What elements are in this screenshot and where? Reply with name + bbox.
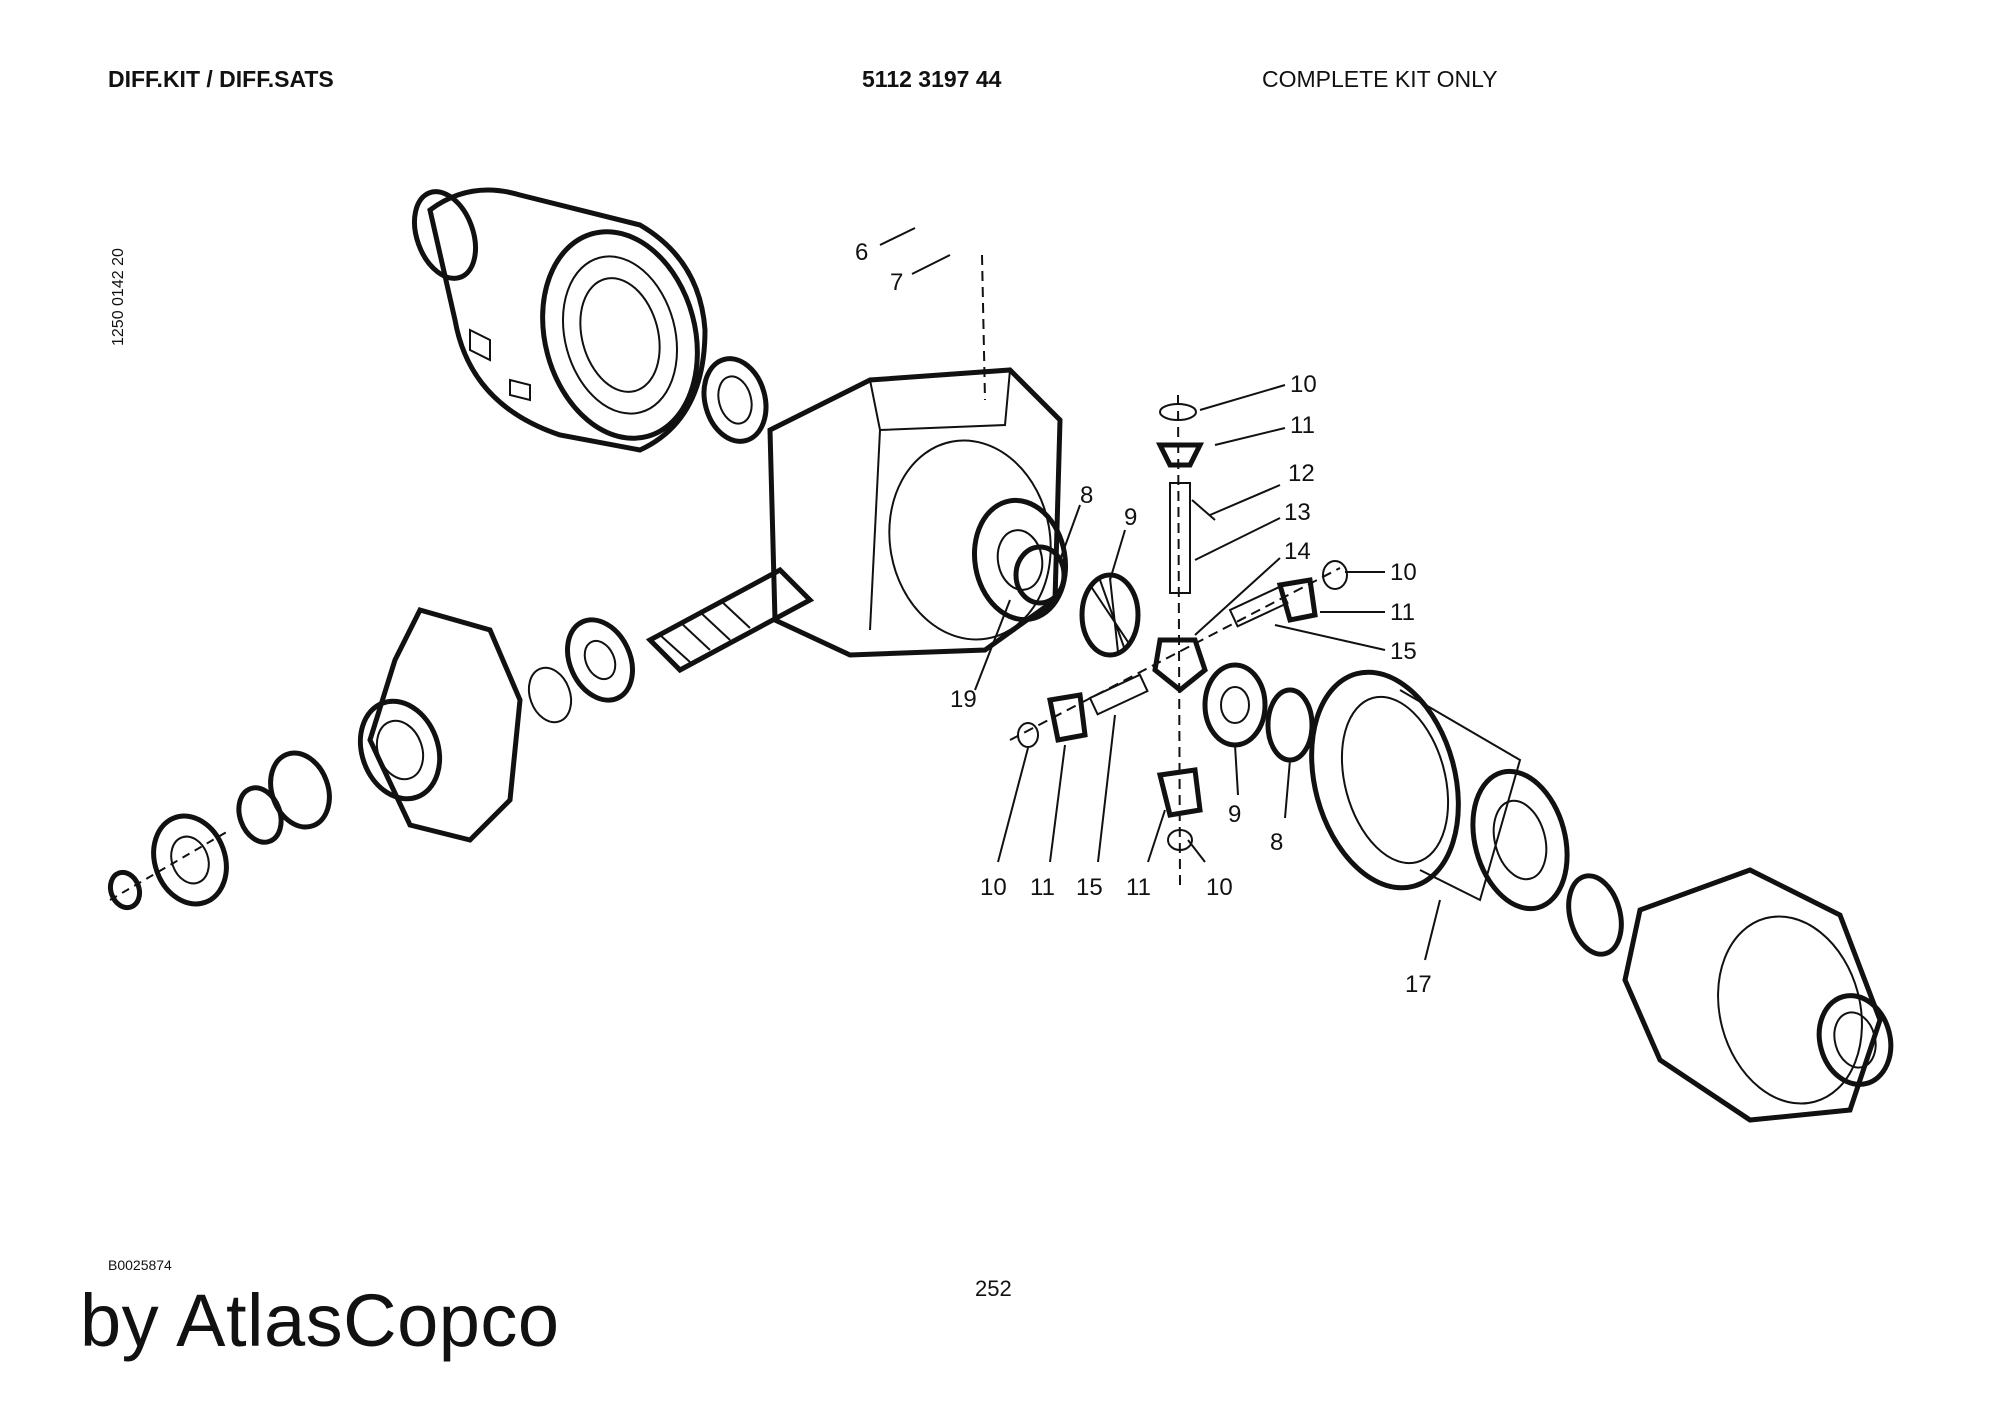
- callout-9-upper: 9: [1124, 504, 1137, 531]
- callout-9-lower: 9: [1228, 801, 1241, 828]
- bearing-ring: [701, 356, 769, 444]
- callout-19: 19: [950, 686, 977, 713]
- brand-text: by AtlasCopco: [80, 1279, 560, 1362]
- part-number: 5112 3197 44: [862, 66, 1002, 92]
- callout-17: 17: [1405, 971, 1432, 998]
- pinion-flange-housing: [107, 607, 573, 911]
- callout-7: 7: [890, 269, 903, 296]
- page-title: DIFF.KIT / DIFF.SATS: [108, 66, 334, 92]
- kit-note: COMPLETE KIT ONLY: [1262, 66, 1498, 92]
- callout-13: 13: [1284, 499, 1311, 526]
- callout-11-bottom-a: 11: [1030, 874, 1055, 901]
- center-housing: [767, 254, 1069, 658]
- drawing-reference: B0025874: [108, 1257, 172, 1273]
- callout-12: 12: [1288, 460, 1315, 487]
- callout-8-upper: 8: [1080, 482, 1093, 509]
- callout-15-bottom: 15: [1076, 874, 1103, 901]
- leader-lines: [879, 227, 1441, 961]
- callout-15-right: 15: [1390, 638, 1417, 665]
- callout-11-bottom-b: 11: [1126, 874, 1151, 901]
- callout-6: 6: [855, 239, 868, 266]
- callout-11-right: 11: [1390, 599, 1415, 626]
- page-number: 252: [975, 1276, 1012, 1301]
- right-housing: [1622, 867, 1894, 1123]
- callout-10-bottom-b: 10: [1206, 874, 1233, 901]
- upper-housing: [412, 187, 708, 453]
- callout-11-top: 11: [1290, 412, 1315, 439]
- callout-14: 14: [1284, 538, 1311, 565]
- pinion-shaft: [565, 566, 815, 703]
- callout-8-lower: 8: [1270, 829, 1283, 856]
- callout-10-bottom-a: 10: [980, 874, 1007, 901]
- ring-gear: [1309, 669, 1624, 957]
- callout-10-top: 10: [1290, 371, 1317, 398]
- callout-10-right: 10: [1390, 559, 1417, 586]
